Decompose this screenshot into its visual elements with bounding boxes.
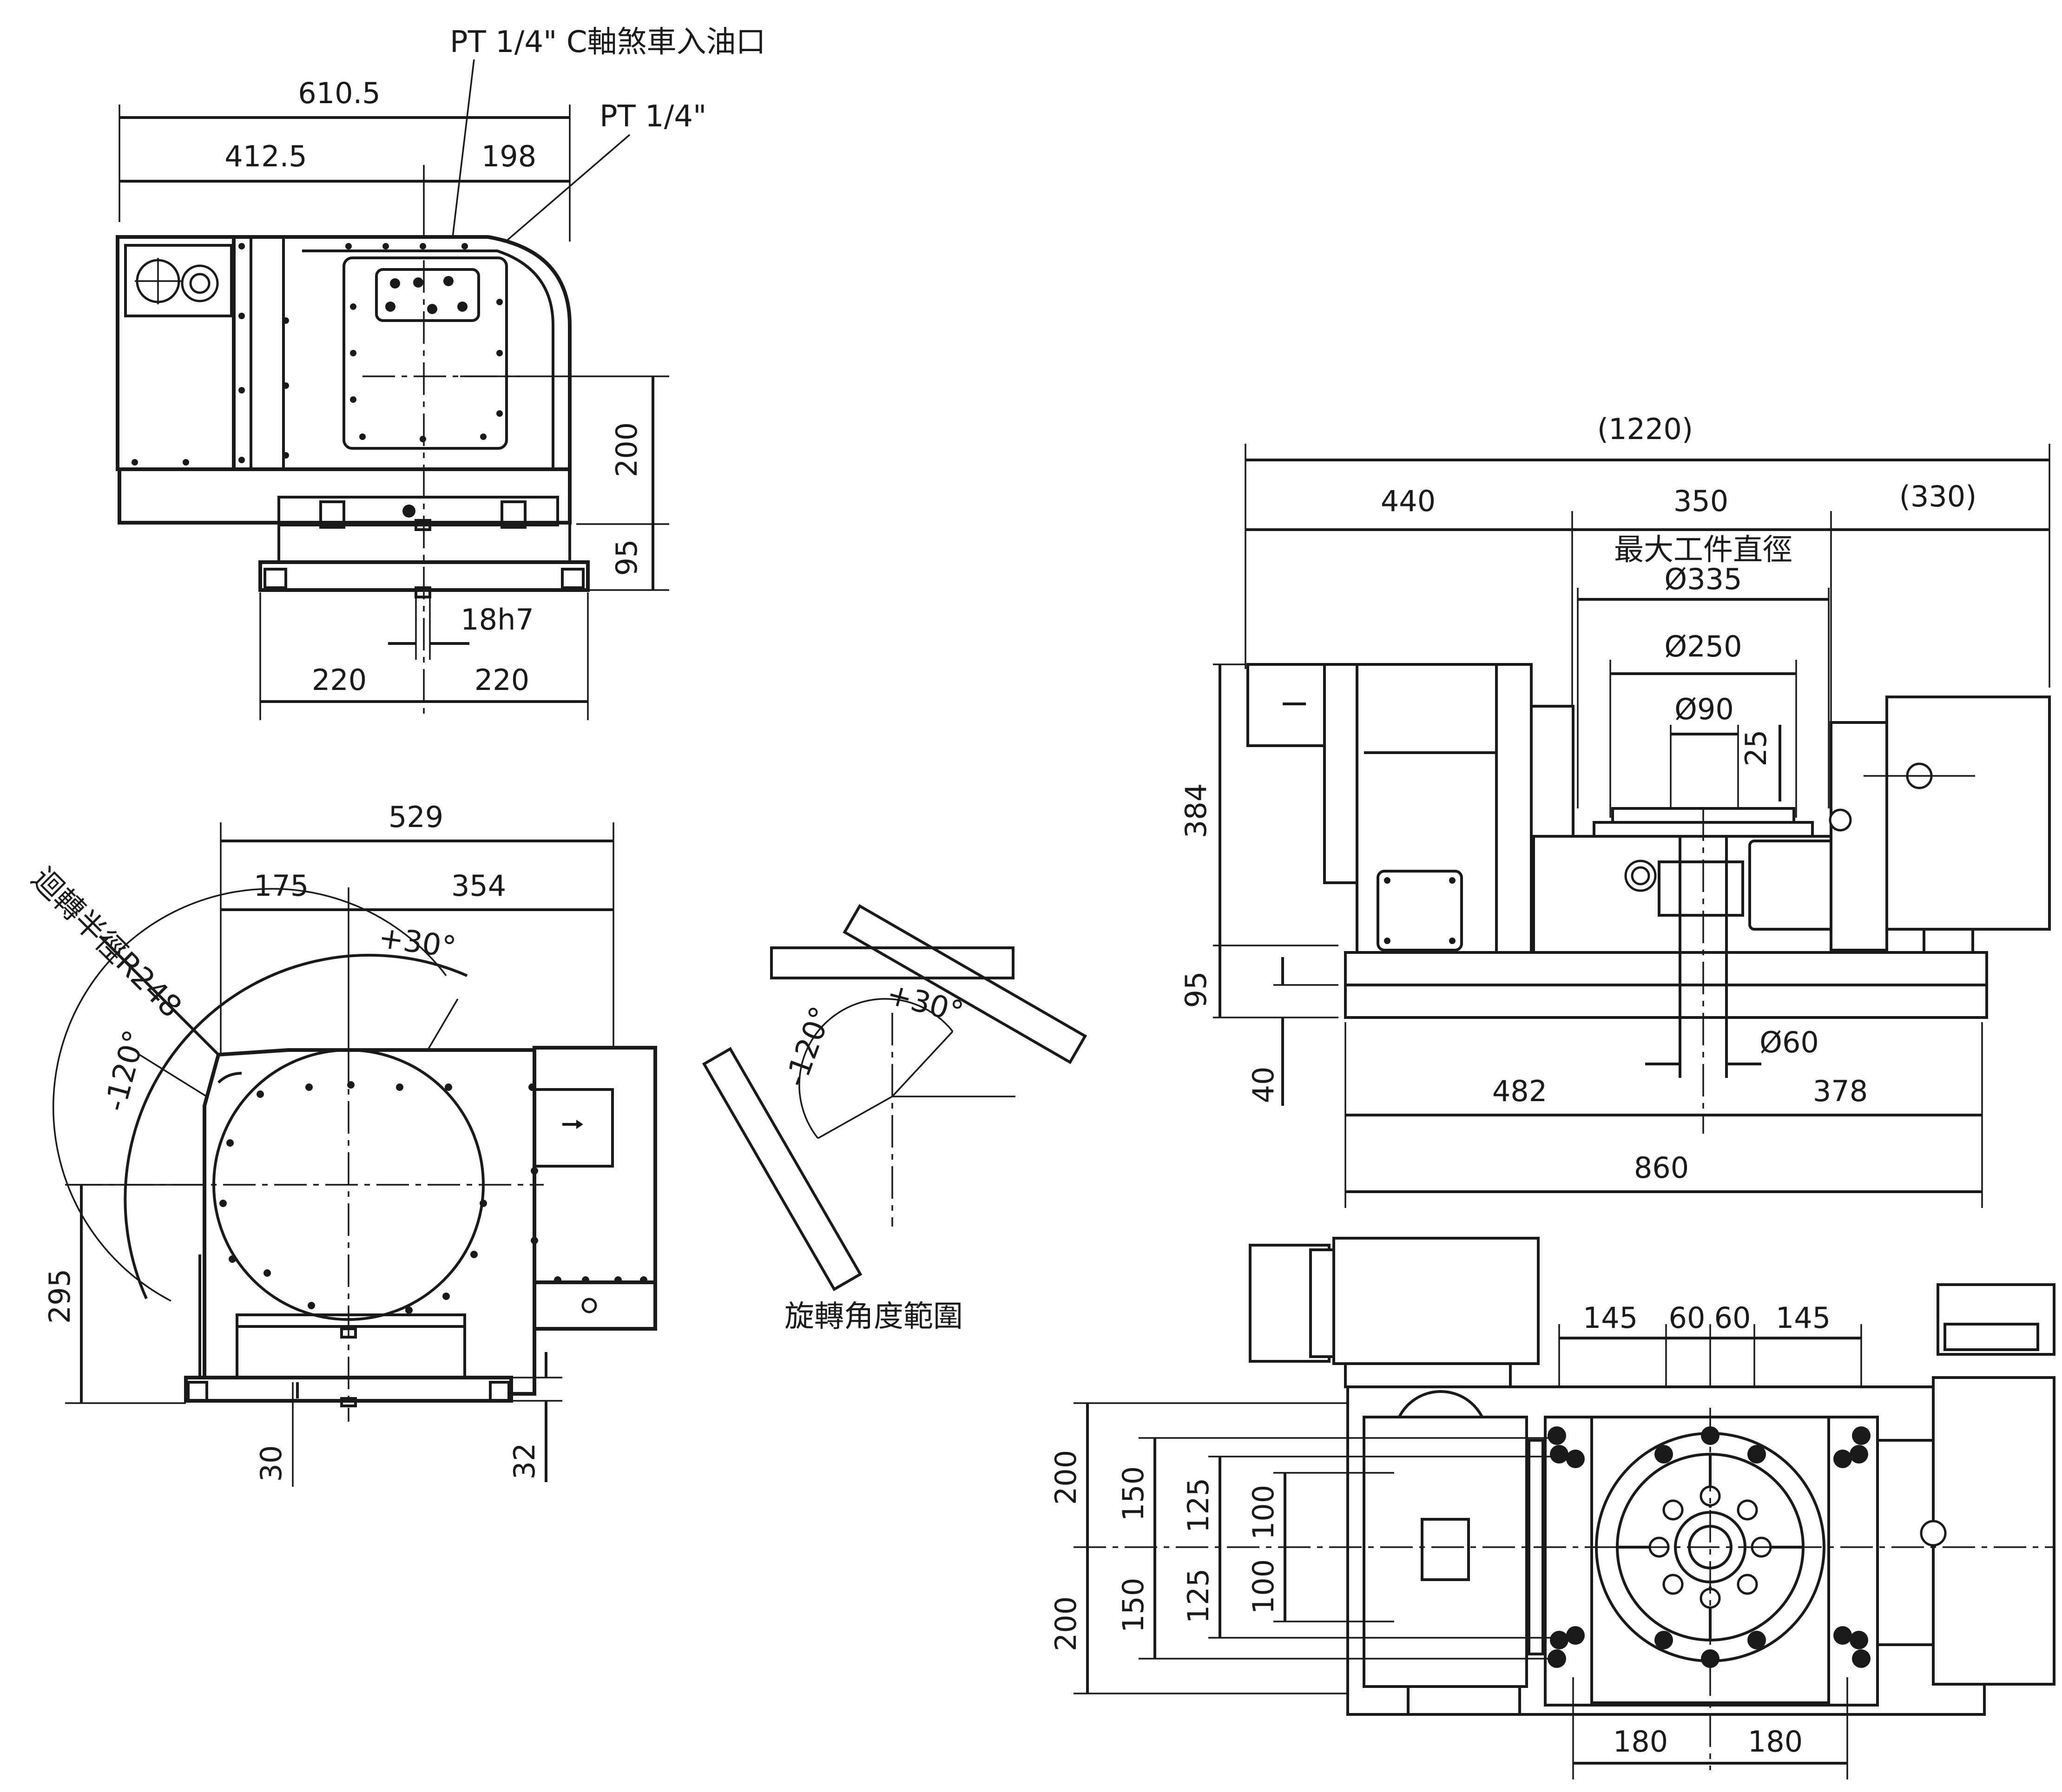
side-view: 529 175 354 迴轉半徑R248 +30° -120° (25, 800, 657, 1487)
dim-max-work-dia: Ø335 (1664, 562, 1742, 596)
top-view: 610.5 412.5 198 PT 1/4" C軸煞車入油口 PT 1/4" (116, 25, 766, 720)
dim-table-dia: Ø250 (1664, 630, 1742, 663)
dim-base-left: 482 (1492, 1074, 1547, 1108)
dim-plan-200-bottom: 200 (1049, 1596, 1083, 1651)
rotation-caption: 旋轉角度範圍 (784, 1300, 963, 1334)
dim-plan-60-left: 60 (1669, 1301, 1706, 1335)
dim-plan-145-left: 145 (1583, 1301, 1638, 1335)
dim-key-width: 18h7 (461, 603, 534, 637)
dim-pilot-dia: Ø60 (1759, 1025, 1819, 1059)
dim-front-height-384: 384 (1179, 783, 1213, 838)
side-angle-pos: +30° (376, 920, 458, 965)
dim-left-width: 412.5 (224, 139, 307, 173)
swing-radius-note: 迴轉半徑R248 (25, 861, 188, 1024)
dim-front-overall: (1220) (1597, 412, 1693, 446)
dim-plan-125-bottom: 125 (1181, 1569, 1215, 1623)
dim-plan-60-right: 60 (1714, 1301, 1751, 1335)
dim-right-base: 220 (474, 663, 529, 697)
plan-view: 145 60 60 145 (1049, 1237, 2055, 1779)
dim-plan-150-bottom: 150 (1116, 1578, 1150, 1633)
dim-side-bottom-right: 32 (507, 1443, 541, 1480)
dim-front-right: (330) (1899, 479, 1977, 513)
dim-plan-180-left: 180 (1613, 1725, 1668, 1759)
dim-front-middle: 350 (1673, 484, 1728, 518)
pt-port-note: PT 1/4" (599, 99, 706, 134)
dim-overall-width: 610.5 (298, 76, 381, 110)
dim-front-height-40: 40 (1246, 1067, 1280, 1103)
dim-base-right: 378 (1813, 1074, 1868, 1108)
dim-plan-150-top: 150 (1116, 1466, 1150, 1521)
dim-center-bore: Ø90 (1674, 692, 1734, 726)
dim-side-left: 175 (254, 869, 309, 903)
max-work-label: 最大工件直徑 (1614, 533, 1792, 567)
dim-side-center-height: 295 (43, 1269, 77, 1324)
dim-front-left: 440 (1381, 484, 1436, 518)
dim-plan-145-right: 145 (1776, 1301, 1831, 1335)
dim-left-base: 220 (312, 663, 367, 697)
dim-side-width: 529 (389, 800, 443, 834)
front-view: (1220) 440 350 (330) 最大工件直徑 Ø335 Ø250 Ø9… (1179, 412, 2051, 1208)
dim-right-width: 198 (481, 139, 536, 173)
dim-plan-180-right: 180 (1748, 1725, 1803, 1759)
dim-side-right: 354 (451, 869, 506, 903)
dim-plan-200-top: 200 (1049, 1450, 1083, 1505)
rotation-diagram: +30° -120° 旋轉角度範圍 (702, 904, 1087, 1334)
dim-plan-100-bottom: 100 (1246, 1559, 1280, 1614)
dim-front-height-95: 95 (1179, 971, 1213, 1008)
dim-base-height: 95 (610, 539, 644, 576)
dim-side-bottom-left: 30 (254, 1445, 288, 1482)
dim-center-height: 200 (610, 422, 644, 477)
dim-plan-100-top: 100 (1246, 1485, 1280, 1540)
rotation-angle-neg: -120° (778, 1002, 839, 1091)
dim-plan-125-top: 125 (1181, 1478, 1215, 1533)
brake-oil-port-note: PT 1/4" C軸煞車入油口 (450, 25, 766, 59)
dim-bore-depth: 25 (1739, 730, 1773, 767)
dim-base-total: 860 (1634, 1151, 1689, 1185)
rotation-angle-pos: +30° (883, 977, 967, 1030)
